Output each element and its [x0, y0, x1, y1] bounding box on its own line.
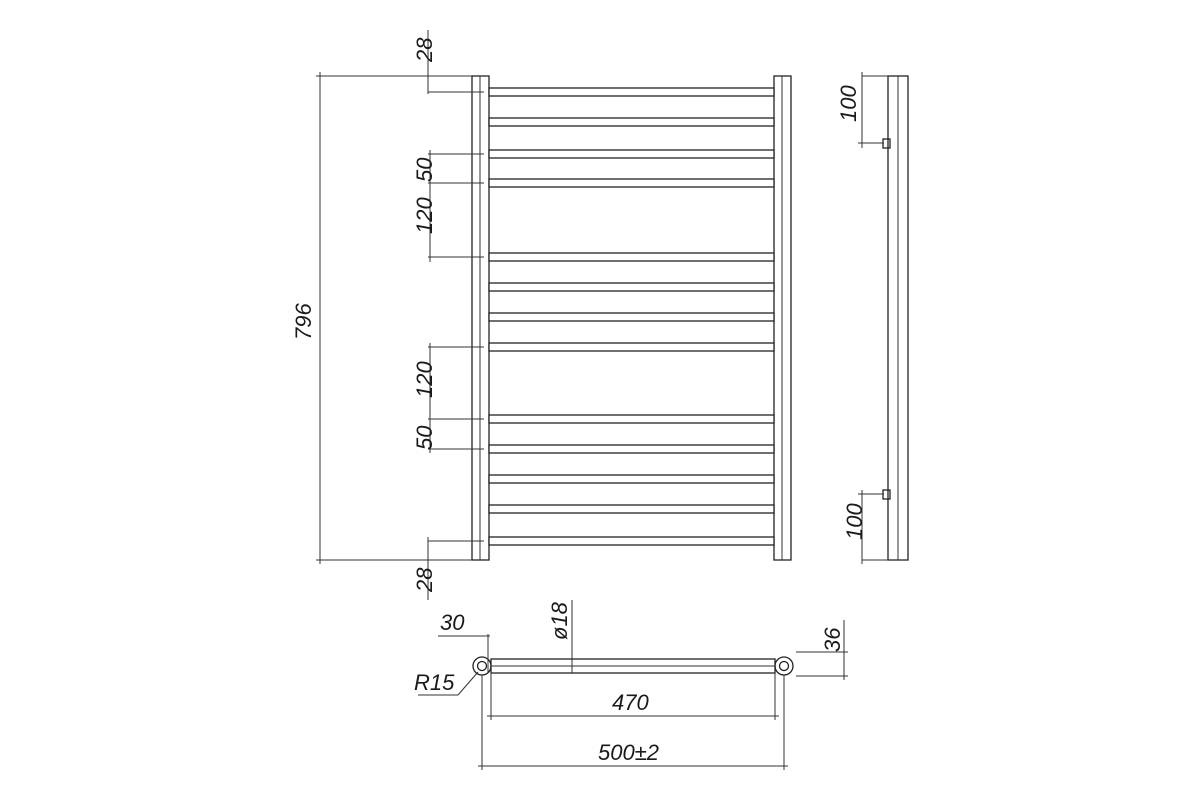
rail-bar	[488, 117, 775, 127]
rail-bar	[488, 342, 775, 352]
rail-bar	[488, 474, 775, 484]
rail-bar	[488, 178, 775, 188]
dim-100-bottom-label: 100	[842, 503, 867, 540]
rail-bar	[488, 414, 775, 424]
rail-bar	[488, 149, 775, 159]
rail-bar	[488, 536, 775, 546]
dim-50-lower-label: 50	[412, 425, 437, 450]
dimension-28-bottom	[427, 537, 484, 600]
right-post-circle	[774, 656, 794, 676]
dim-470-label: 470	[612, 690, 649, 715]
side-view	[858, 72, 909, 564]
rail-bar	[488, 312, 775, 322]
front-view: 796 28 50 120 120 50 28	[291, 30, 792, 600]
rail-bars	[488, 87, 775, 546]
dim-120-lower-label: 120	[412, 361, 437, 398]
dim-diameter-label: ø18	[547, 601, 572, 640]
rail-bar	[488, 282, 775, 292]
rail-bar	[488, 504, 775, 514]
dim-36-label: 36	[820, 627, 845, 652]
dim-30-label: 30	[440, 610, 465, 635]
dim-796-label: 796	[291, 303, 316, 340]
dim-r15-label: R15	[414, 670, 455, 695]
rail-bar	[488, 252, 775, 262]
dim-50-upper-label: 50	[412, 157, 437, 182]
rail-bar	[488, 87, 775, 97]
dim-500-label: 500±2	[598, 740, 659, 765]
rail-bar	[488, 444, 775, 454]
dim-28-bottom-label: 28	[412, 567, 437, 593]
dim-28-top-label: 28	[412, 37, 437, 63]
top-mount-bracket	[882, 138, 891, 149]
dimension-796	[316, 72, 472, 564]
bottom-mount-bracket	[882, 489, 891, 500]
dim-120-upper-label: 120	[412, 197, 437, 234]
dimension-28-top	[427, 30, 484, 94]
dim-100-top-label: 100	[836, 85, 861, 122]
dimension-lower-gaps	[428, 343, 484, 453]
dimension-upper-gaps	[428, 150, 484, 262]
top-view	[418, 600, 848, 770]
